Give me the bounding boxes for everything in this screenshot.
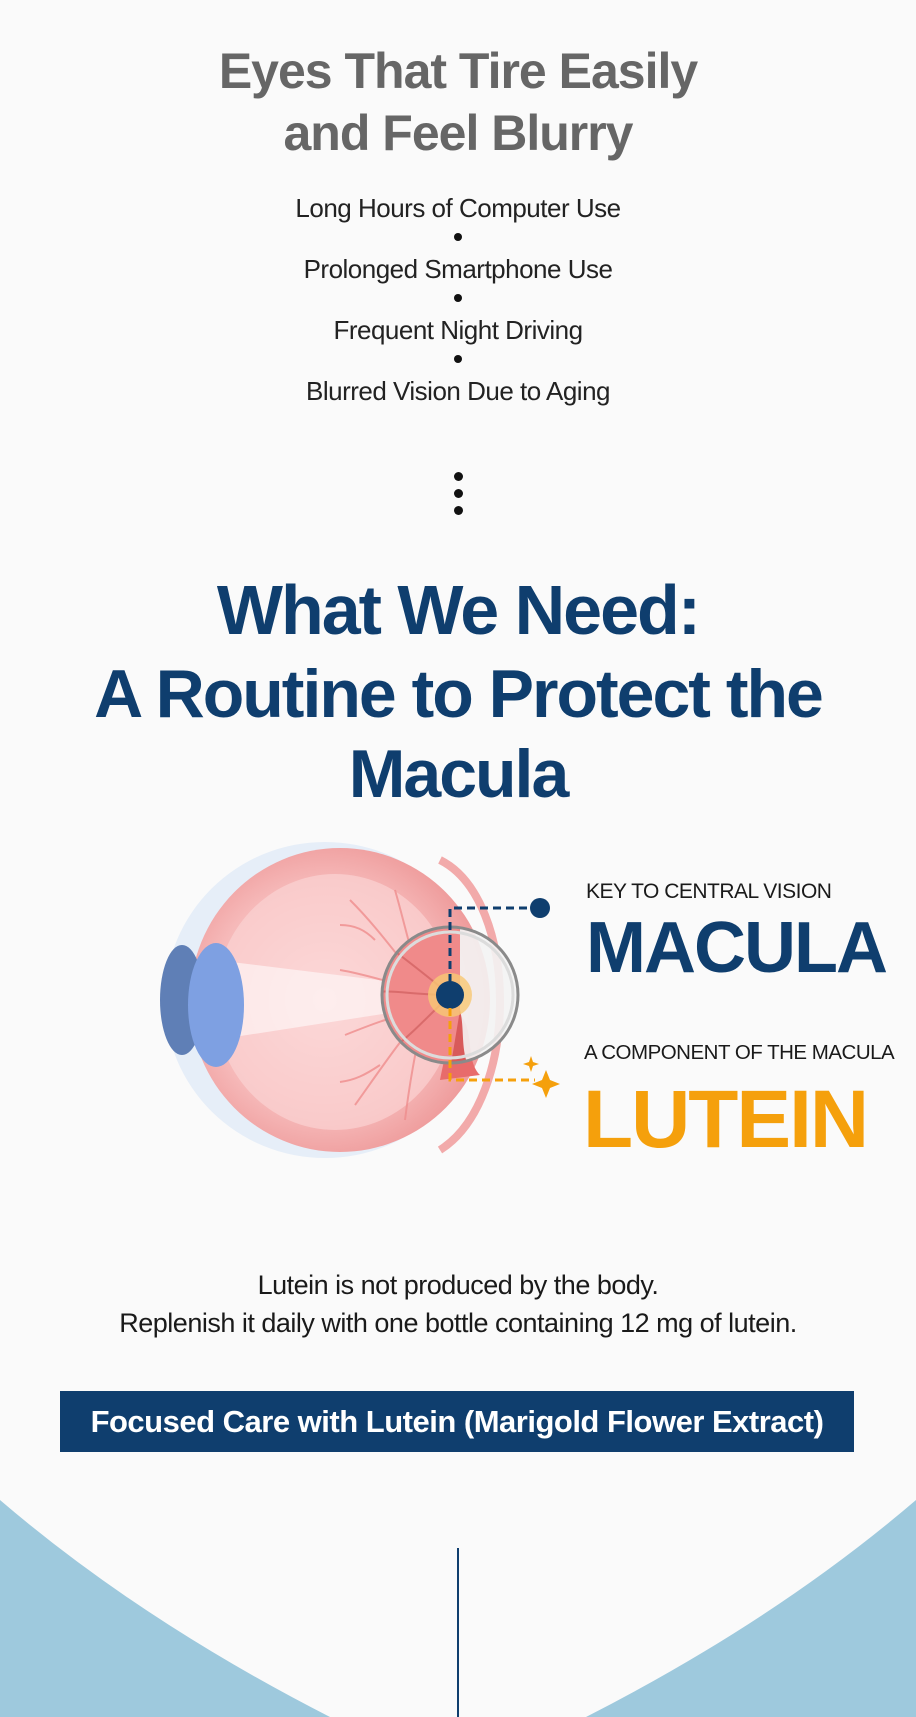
lutein-banner: Focused Care with Lutein (Marigold Flowe… <box>60 1391 854 1452</box>
bullet-dot <box>454 233 462 241</box>
symptom-item: Long Hours of Computer Use <box>295 193 621 223</box>
bullet-dot <box>454 355 462 363</box>
symptom-list: Long Hours of Computer Use Prolonged Sma… <box>0 188 916 411</box>
vertical-ellipsis-icon <box>454 472 464 523</box>
symptom-item: Prolonged Smartphone Use <box>303 254 613 284</box>
lutein-label: LUTEIN <box>583 1074 869 1165</box>
need-title-line-1: What We Need: <box>216 571 701 649</box>
body-text-line-2: Replenish it daily with one bottle conta… <box>119 1308 797 1338</box>
macula-caption: KEY TO CENTRAL VISION <box>586 880 832 903</box>
lutein-connector <box>448 1008 535 1082</box>
symptom-item: Frequent Night Driving <box>333 315 583 345</box>
macula-connector <box>448 906 538 995</box>
bullet-dot <box>454 294 462 302</box>
headline-line-2: and Feel Blurry <box>283 105 634 161</box>
macula-label: MACULA <box>586 908 888 988</box>
iris-lens <box>188 943 244 1067</box>
symptom-item: Blurred Vision Due to Aging <box>306 376 611 406</box>
sparkle-icon <box>532 1070 560 1098</box>
need-title-line-2: A Routine to Protect the Macula <box>94 656 824 812</box>
body-text-line-1: Lutein is not produced by the body. <box>257 1270 659 1300</box>
headline-line-1: Eyes That Tire Easily <box>218 43 698 99</box>
eye-diagram <box>160 842 560 1158</box>
lutein-caption: A COMPONENT OF THE MACULA <box>584 1041 895 1064</box>
